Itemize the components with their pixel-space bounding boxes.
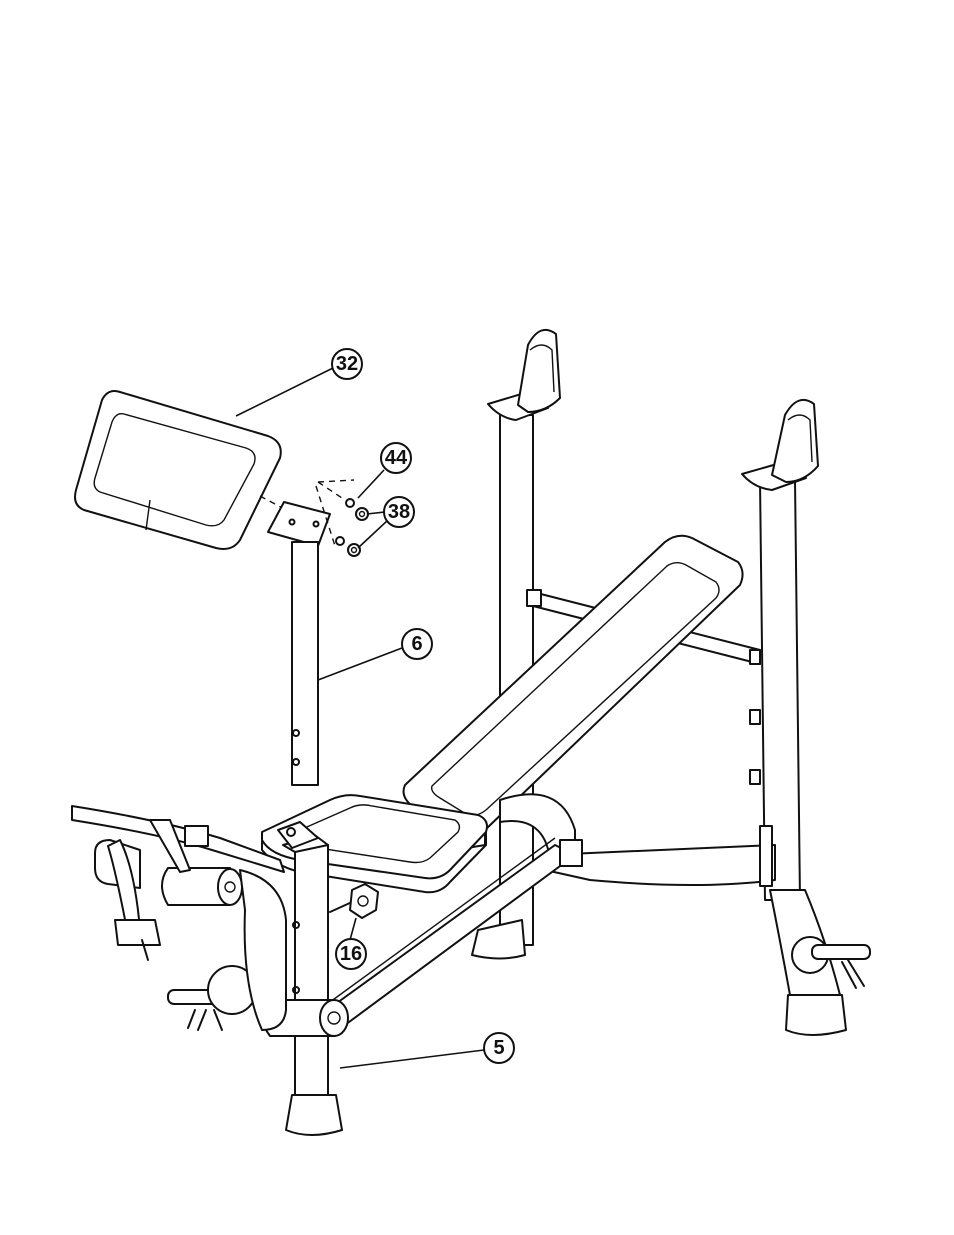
preacher-post [292,542,318,785]
back-pad [404,536,743,850]
right-weight-peg [812,945,870,959]
svg-text:44: 44 [385,447,408,469]
callout-38: 38 [358,497,414,548]
callout-6: 6 [318,629,432,680]
svg-text:6: 6 [411,633,422,655]
bracket [760,826,772,886]
main-rail [330,845,575,1025]
callout-32: 32 [236,349,362,416]
front-upright [295,845,328,1100]
mount-plate [268,502,330,546]
svg-text:16: 16 [340,943,362,965]
preacher-pad [75,391,281,549]
hardware-bolts [336,499,368,556]
callout-44: 44 [358,443,411,498]
adjustment-knob [330,884,378,918]
callout-5: 5 [340,1033,514,1068]
svg-text:32: 32 [336,353,358,375]
svg-text:5: 5 [493,1037,504,1059]
svg-text:38: 38 [388,501,410,523]
front-foot [286,1095,342,1135]
callout-16: 16 [336,918,366,969]
